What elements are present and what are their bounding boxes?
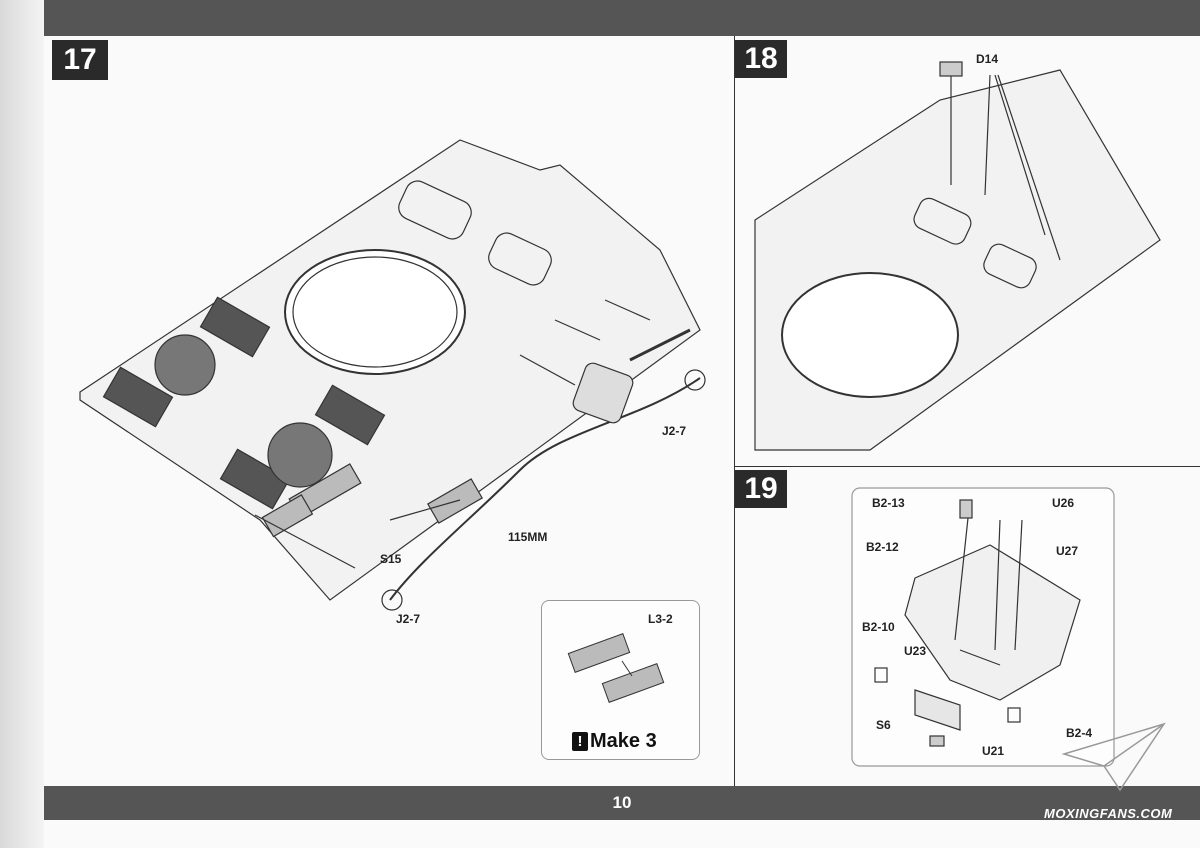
binding-spine [0,0,44,848]
callout-b2-12: B2-12 [866,540,899,554]
callout-s6: S6 [876,718,891,732]
row-divider [734,466,1200,467]
step17-inset [541,600,700,760]
step-19-badge: 19 [735,470,787,508]
column-divider [734,36,735,786]
turret-ring-18 [781,272,959,398]
top-band [44,0,1200,36]
callout-u21: U21 [982,744,1005,758]
callout-u26: U26 [1052,496,1075,510]
callout-j2-7-bottom: J2-7 [396,612,421,626]
bottom-band [44,786,1200,820]
engine-grille-4 [314,384,386,446]
callout-115mm: 115MM [508,530,548,544]
radio-hatch [488,232,552,286]
callout-j2-7-top: J2-7 [662,424,687,438]
engine-grille-1 [102,366,174,428]
make-3-text: Make 3 [590,730,657,752]
step-18-badge: 18 [735,40,787,78]
watermark-text: MOXINGFANS.COM [1044,806,1173,821]
fan-cover-left [154,334,216,396]
step-17-badge: 17 [52,40,108,80]
fan-cover-right [267,422,333,488]
callout-s15: S15 [380,552,402,566]
side-plate [904,544,1081,701]
warning-icon: ! [572,732,588,751]
engine-grille-2 [199,296,271,358]
callout-u23: U23 [904,644,927,658]
paper-plane-logo-icon [1061,722,1166,792]
turret-ring [284,249,466,375]
tow-cable [389,377,701,601]
make-3-note: !Make 3 [572,730,657,753]
page-number: 10 [612,793,632,812]
callout-b2-10: B2-10 [862,620,895,634]
inset-part-l3-2: L3-2 [648,612,673,626]
callout-b2-4: B2-4 [1066,726,1093,740]
callout-u27: U27 [1056,544,1079,558]
engine-grille-3 [219,448,291,510]
callout-d14: D14 [976,52,999,66]
driver-hatch [398,180,472,240]
callout-b2-13: B2-13 [872,496,905,510]
